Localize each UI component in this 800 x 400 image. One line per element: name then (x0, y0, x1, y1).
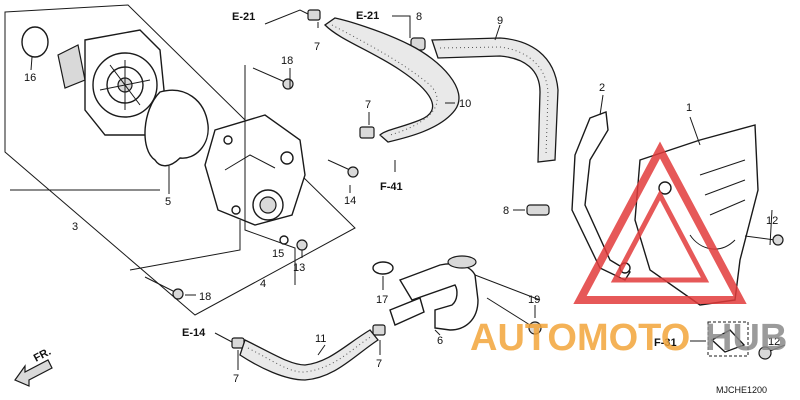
watermark-text-gray: HUB (705, 317, 787, 359)
callout-part-13: 13 (293, 262, 305, 274)
assembly-outline (4, 4, 356, 316)
callout-part-8b: 8 (503, 205, 509, 217)
hose-clamp-part-7-top[interactable] (307, 9, 321, 21)
callout-part-2: 2 (599, 82, 605, 94)
bolt-part-12-bottom[interactable] (758, 344, 786, 360)
callout-part-11: 11 (315, 333, 326, 345)
callout-part-5: 5 (165, 196, 171, 208)
leader-line (317, 344, 326, 356)
leader-line (474, 274, 541, 301)
callout-part-10: 10 (459, 98, 471, 110)
callout-part-1: 1 (686, 102, 692, 114)
hose-clamp-part-7-mid[interactable] (359, 126, 375, 139)
water-hose-part-11[interactable] (239, 329, 379, 381)
callout-part-7b: 7 (365, 99, 371, 111)
water-pump-body-part-4[interactable] (204, 114, 306, 226)
e14-leader (214, 332, 233, 343)
water-hose-part-10[interactable] (323, 17, 460, 143)
leader-line (494, 24, 501, 41)
leader-line (129, 65, 296, 285)
callout-part-17: 17 (376, 294, 388, 306)
front-direction-label: FR. (32, 346, 53, 365)
ref-f41: F-41 (380, 181, 403, 193)
ref-e21-left: E-21 (232, 11, 255, 23)
water-hose-part-9[interactable] (431, 37, 559, 163)
callout-part-6: 6 (437, 335, 443, 347)
ref-f31: F-31 (654, 337, 677, 349)
hose-clamp-part-7-right[interactable] (372, 324, 386, 336)
callout-part-7d: 7 (376, 358, 382, 370)
f31-bracket-box (707, 321, 749, 357)
leader-line (434, 329, 441, 336)
callout-part-15: 15 (272, 248, 284, 260)
leader-line (689, 116, 701, 146)
callout-part-18a: 18 (281, 55, 293, 67)
callout-part-12b: 12 (768, 336, 780, 348)
callout-part-7a: 7 (314, 41, 320, 53)
bolt-part-18-top[interactable] (252, 67, 294, 90)
e21a-leader (264, 9, 309, 25)
bolt-part-12-top[interactable] (744, 234, 784, 246)
bolt-part-13[interactable] (296, 239, 308, 258)
callout-part-3: 3 (72, 221, 78, 233)
callout-part-7c: 7 (233, 373, 239, 385)
f31-bracket (710, 329, 746, 353)
e21b-leader (392, 15, 411, 38)
leader-line (30, 56, 33, 71)
callout-part-9: 9 (497, 15, 503, 27)
callout-part-4: 4 (260, 278, 266, 290)
callout-part-12a: 12 (766, 215, 778, 227)
ref-e14: E-14 (182, 327, 206, 339)
water-pump-cover-part-3[interactable] (57, 29, 166, 136)
leader-line (769, 209, 773, 246)
leader-line (599, 94, 604, 116)
o-ring-part-16[interactable] (21, 26, 49, 58)
callout-part-18b: 18 (199, 291, 211, 303)
water-joint-pipe-part-6[interactable] (389, 255, 479, 331)
callout-part-14: 14 (344, 195, 356, 207)
gasket-part-5[interactable] (144, 89, 209, 167)
bolt-part-19[interactable] (486, 297, 542, 335)
hose-clamp-part-8-mid[interactable] (526, 204, 550, 216)
ref-e21-right: E-21 (356, 10, 379, 22)
front-direction-arrow-icon (14, 359, 53, 387)
o-ring-part-17[interactable] (372, 261, 394, 275)
diagram-code: MJCHE1200 (716, 385, 767, 395)
watermark-logo: AUTOMOTO HUB (470, 141, 787, 359)
callout-part-16: 16 (24, 72, 36, 84)
callout-part-8a: 8 (416, 11, 422, 23)
watermark-text-orange: AUTOMOTO (470, 317, 690, 359)
callout-part-19: 19 (528, 294, 540, 306)
washer-part-15[interactable] (279, 235, 289, 245)
bolt-part-18-bottom[interactable] (144, 276, 184, 300)
bolt-part-14[interactable] (327, 159, 359, 178)
